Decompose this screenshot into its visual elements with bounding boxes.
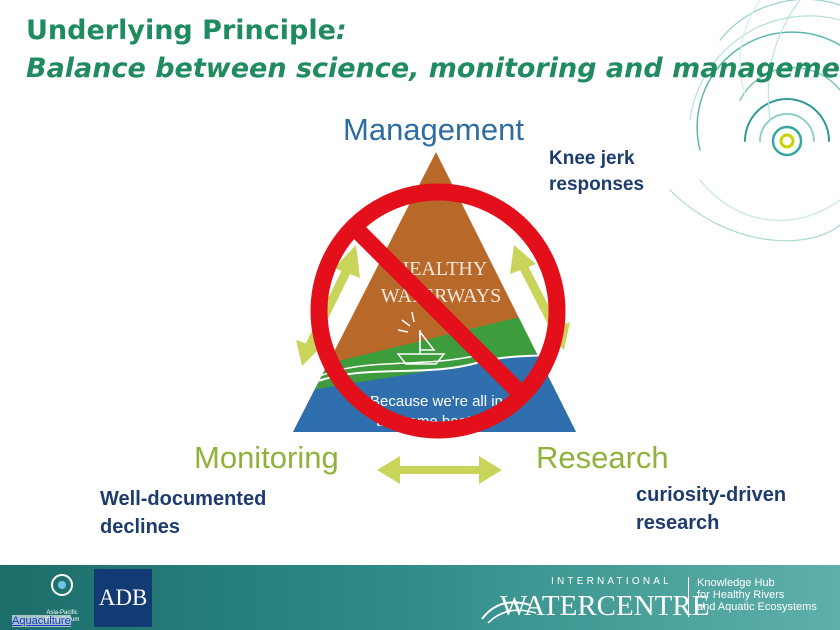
title-colon: : — [335, 15, 347, 46]
adb-logo: ADB — [94, 569, 152, 627]
note-well-documented-declines: Well-documented declines — [100, 485, 266, 541]
watercentre-wave-icon — [481, 601, 537, 624]
note-knee-jerk-responses: Knee jerk responses — [549, 146, 644, 198]
knowledge-hub-text: Knowledge Hub for Healthy Rivers and Aqu… — [697, 577, 817, 613]
title-line-1: Underlying Principle — [26, 15, 336, 46]
vertex-label-management: Management — [343, 112, 524, 147]
apwf-line-1: Asia-Pacific — [46, 610, 78, 616]
apwf-flower-icon — [51, 574, 73, 596]
footer-bar: Asia-Pacific Water Forum Aquaculture ADB… — [0, 565, 840, 630]
vertex-label-monitoring: Monitoring — [194, 440, 339, 475]
note-curiosity-driven-research: curiosity-driven research — [636, 481, 786, 537]
prohibition-icon — [310, 183, 566, 439]
title-line-2: Balance between science, monitoring and … — [26, 53, 840, 84]
note-knee-jerk-line-2: responses — [549, 174, 645, 195]
note-well-documented-line-2: declines — [100, 516, 181, 538]
aquaculture-link[interactable]: Aquaculture — [12, 615, 71, 627]
hub-line-2: for Healthy Rivers — [697, 589, 785, 601]
tagline-line-1: Because we're all in — [370, 393, 503, 410]
vertex-label-research: Research — [536, 440, 669, 475]
iwc-international-text: INTERNATIONAL — [551, 576, 672, 587]
iwc-watercentre-text: WATERCENTRE — [500, 590, 710, 622]
hub-line-1: Knowledge Hub — [697, 577, 775, 589]
bottom-double-arrow — [377, 456, 502, 484]
iwc-divider — [688, 577, 689, 617]
note-well-documented-line-1: Well-documented — [100, 488, 267, 510]
boat-icon — [396, 311, 446, 365]
note-curiosity-line-2: research — [636, 512, 720, 534]
hub-line-3: and Aquatic Ecosystems — [697, 601, 817, 613]
slide-title: Underlying Principle: Balance between sc… — [26, 12, 840, 88]
healthy-logo-text: HEALTHY — [395, 258, 488, 280]
note-curiosity-line-1: curiosity-driven — [636, 484, 787, 506]
note-knee-jerk-line-1: Knee jerk — [549, 148, 635, 169]
